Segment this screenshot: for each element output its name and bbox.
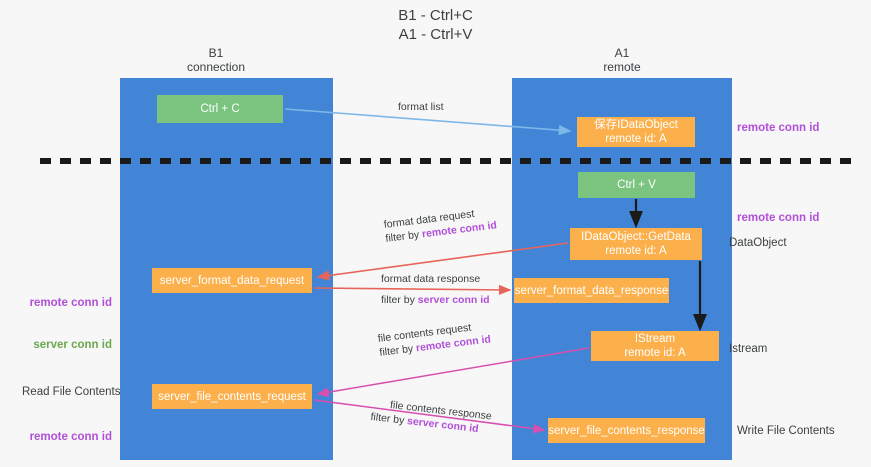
edge-label-format-list: format list [398, 101, 444, 113]
node-ctrl-c[interactable]: Ctrl + C [157, 95, 283, 123]
label-write-file-contents: Write File Contents [737, 425, 835, 437]
edge-label-file-contents-request: file contents request filter by remote c… [377, 318, 492, 359]
filter-prefix: filter by [384, 228, 423, 245]
node-idataobject-getdata[interactable]: IDataObject::GetData remote id: A [570, 228, 702, 260]
filter-prefix: filter by [381, 294, 418, 306]
label-dataobject: DataObject [729, 237, 787, 249]
node-server-file-contents-response[interactable]: server_file_contents_response [548, 418, 705, 443]
label-left-remote-conn-id-1: remote conn id [29, 297, 112, 309]
label-read-file-contents: Read File Contents [22, 386, 121, 398]
label-remote-conn-id-mid: remote conn id [737, 212, 820, 224]
filter-key: server conn id [417, 294, 490, 306]
diagram-title: B1 - Ctrl+C A1 - Ctrl+V [398, 7, 473, 43]
node-server-file-contents-request[interactable]: server_file_contents_request [152, 384, 312, 409]
column-header-a1: A1 remote [603, 46, 641, 74]
edge-label-format-data-request: format data request filter by remote con… [383, 204, 498, 245]
label-remote-conn-id-top: remote conn id [737, 122, 820, 134]
node-server-format-data-response[interactable]: server_format_data_response [514, 278, 669, 303]
label-left-remote-conn-id-2: remote conn id [29, 431, 112, 443]
label-istream: Istream [729, 343, 768, 355]
node-ctrl-v[interactable]: Ctrl + V [578, 172, 695, 198]
edge-label-format-data-response-line2: filter by server conn id [381, 293, 490, 307]
node-idataobject[interactable]: 保存IDataObject remote id: A [577, 117, 695, 147]
edge-label-file-contents-response: file contents response filter by server … [370, 396, 493, 437]
label-left-conn-ids-bottom: remote conn id server conn id [22, 402, 112, 467]
label-left-server-conn-id-1: server conn id [33, 339, 112, 351]
column-header-b1: B1 connection [186, 46, 246, 74]
edge-label-format-data-response: format data response filter by server co… [381, 272, 490, 307]
edge-label-format-data-response-line1: format data response [381, 273, 481, 285]
node-istream[interactable]: IStream remote id: A [591, 331, 719, 361]
label-left-conn-ids-top: remote conn id server conn id [22, 268, 112, 380]
filter-prefix: filter by [369, 410, 408, 427]
node-server-format-data-request[interactable]: server_format_data_request [152, 268, 312, 293]
filter-prefix: filter by [378, 342, 417, 359]
